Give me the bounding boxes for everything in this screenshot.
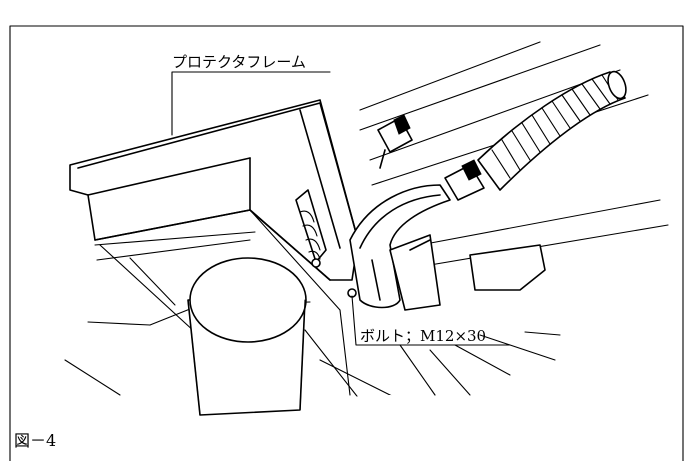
corrugated-hose	[477, 70, 627, 191]
spring-plate	[295, 189, 327, 263]
label-bolt: ボルト；M12×30	[360, 327, 486, 345]
figure-number: 図－4	[14, 431, 56, 450]
hinge-clip-upper	[377, 114, 413, 169]
figure-border	[9, 25, 684, 462]
leader-line-frame	[171, 71, 331, 136]
protector-frame	[69, 99, 359, 281]
cylinder-post	[187, 257, 307, 416]
label-protector-frame: プロテクタフレーム	[172, 53, 306, 71]
bolt-head-upper	[311, 258, 321, 268]
hinge-clip-lower	[444, 159, 485, 201]
leader-line-bolt	[351, 295, 511, 346]
latch-bracket	[349, 184, 546, 311]
white-mask-shape	[250, 395, 505, 461]
